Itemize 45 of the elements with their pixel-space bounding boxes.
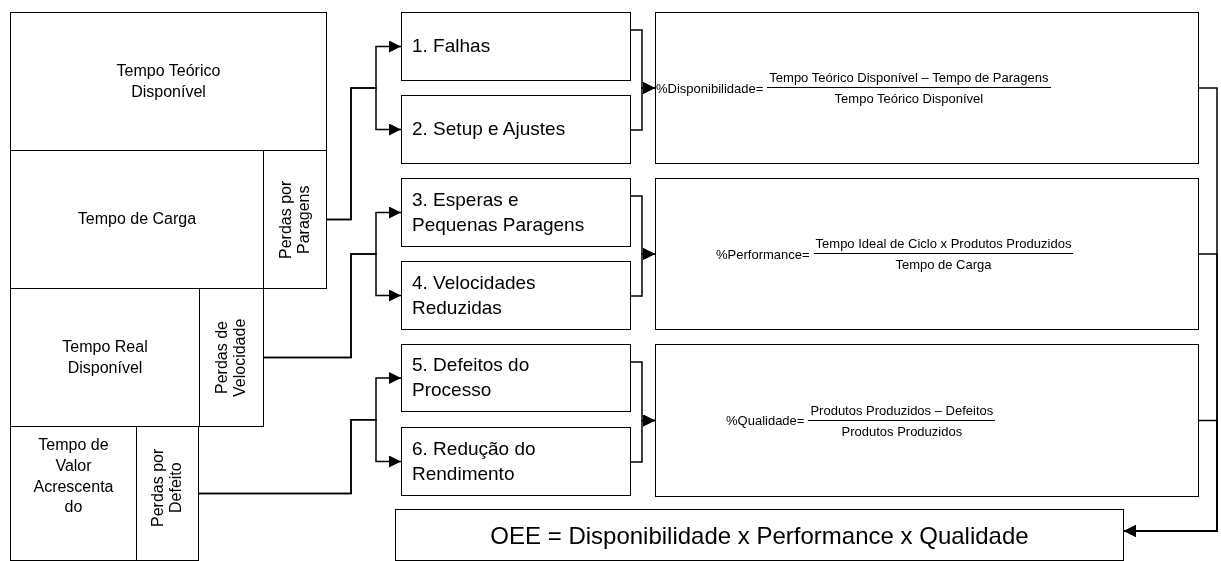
connector-arrow <box>630 248 656 297</box>
connector-arrow <box>326 87 402 221</box>
loss-box <box>401 261 631 330</box>
vertical-label: Perdas por Paragens <box>276 179 313 261</box>
connector-arrow <box>630 82 656 131</box>
loss-box <box>401 178 631 247</box>
formula-box <box>655 178 1199 330</box>
formula-box <box>655 12 1199 164</box>
box-label: 1. Falhas <box>412 34 491 59</box>
oee-formula-box <box>395 509 1124 561</box>
connector-arrow <box>198 419 402 495</box>
loss-box <box>401 427 631 496</box>
box-label: 4. Velocidades Reduzidas <box>412 270 537 320</box>
box-label: 3. Esperas e Pequenas Paragens <box>412 187 586 237</box>
vertical-label: Perdas por Defeito <box>149 447 186 530</box>
loss-block <box>199 288 264 427</box>
box-label: 5. Defeitos do Processo <box>412 353 531 402</box>
loss-box <box>401 344 631 412</box>
numerator: Tempo Teórico Disponível – Tempo de Paragens <box>767 70 1051 88</box>
formula-label: %Qualidade= <box>726 413 805 428</box>
connector-arrow <box>1123 419 1218 537</box>
loss-box <box>401 95 631 164</box>
denominator: Produtos Produzidos <box>841 422 963 439</box>
box-label: 6. Redução do Rendimento <box>412 436 537 486</box>
connector-arrow <box>630 414 656 463</box>
numerator: Produtos Produzidos – Defeitos <box>808 402 996 421</box>
loss-box <box>401 12 631 81</box>
denominator: Tempo de Carga <box>895 256 992 272</box>
loss-block <box>136 426 199 561</box>
time-block <box>10 12 327 151</box>
formula-label: %Performance= <box>716 246 810 262</box>
formula-box <box>655 344 1199 497</box>
box-label: OEE = Disponibilidade x Performance x Qualidade <box>490 522 1029 550</box>
box-label: Tempo de Valor Acrescenta do <box>32 435 115 518</box>
numerator: Tempo Ideal de Ciclo x Produtos Produzidos <box>813 236 1074 254</box>
box-label: Tempo Teórico Disponível <box>115 60 222 102</box>
box-label: Tempo de Carga <box>77 209 197 230</box>
loss-block <box>263 150 327 289</box>
formula-label: %Disponibilidade= <box>656 80 764 96</box>
time-block <box>10 426 137 561</box>
box-label: 2. Setup e Ajustes <box>412 117 566 142</box>
connector-arrow <box>263 253 402 359</box>
vertical-label: Perdas de Velocidade <box>213 317 250 399</box>
denominator: Tempo Teórico Disponível <box>834 90 984 106</box>
box-label: Tempo Real Disponível <box>61 336 149 378</box>
